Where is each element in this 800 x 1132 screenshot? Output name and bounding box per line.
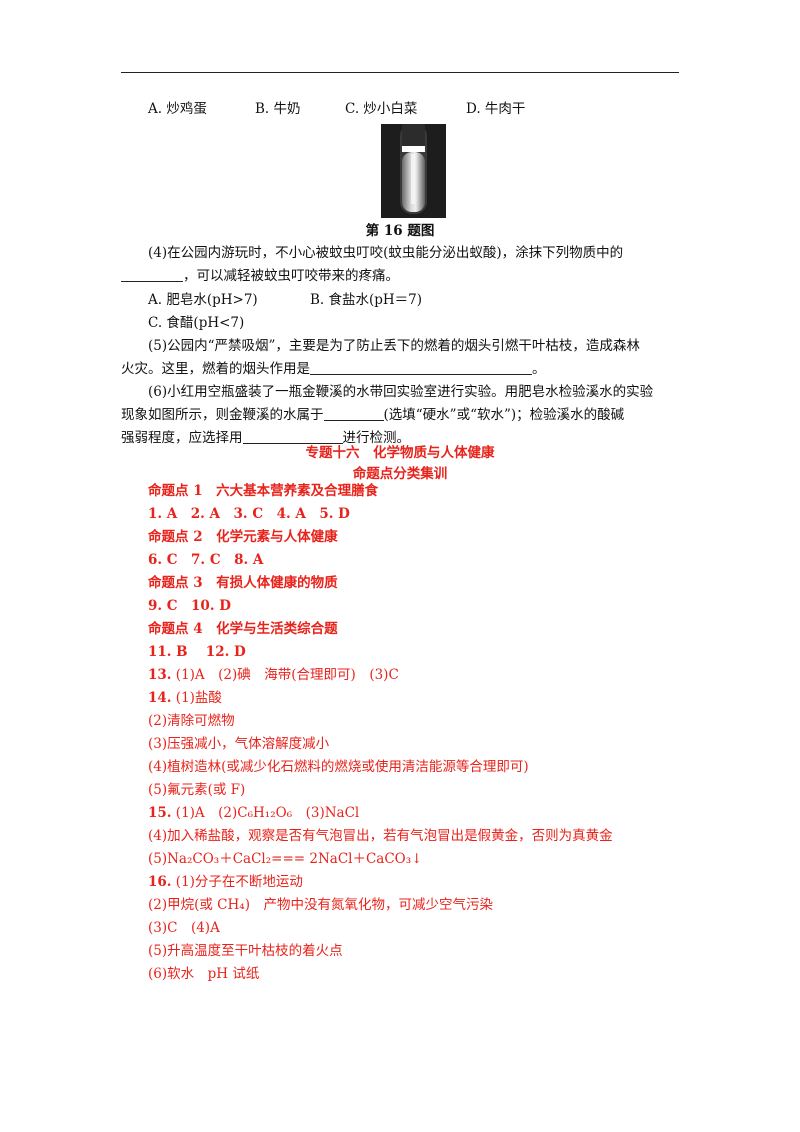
answer-14-1: 14. (1)盐酸 xyxy=(148,690,222,706)
option-a: A. 炒鸡蛋 xyxy=(148,101,207,117)
q5-line1: (5)公园内“严禁吸烟”，主要是为了防止丢下的燃着的烟头引燃干叶枯枝，造成森林 xyxy=(148,338,640,354)
section-subtitle: 命题点分类集训 xyxy=(352,466,448,482)
q4-option-b: B. 食盐水(pH＝7) xyxy=(310,292,423,308)
topic-2-heading: 命题点 2 化学元素与人体健康 xyxy=(148,529,338,545)
answer-16-3: (3)C (4)A xyxy=(148,920,220,936)
q4-line1: (4)在公园内游玩时，不小心被蚊虫叮咬(蚊虫能分泌出蚁酸)，涂抹下列物质中的 xyxy=(148,245,624,261)
q6-line3: 强弱程度，应选择用进行检测。 xyxy=(121,429,410,446)
q6-line2: 现象如图所示，则金鞭溪的水属于(选填“硬水”或“软水”)；检验溪水的酸碱 xyxy=(121,406,625,423)
q4-option-c: C. 食醋(pH<7) xyxy=(148,315,245,331)
answer-16-1: 16. (1)分子在不断地运动 xyxy=(148,874,303,890)
answer-13: 13. (1)A (2)碘 海带(合理即可) (3)C xyxy=(148,667,399,683)
option-c: C. 炒小白菜 xyxy=(345,101,418,117)
answer-14-3: (3)压强减小，气体溶解度减小 xyxy=(148,736,330,752)
option-d: D. 牛肉干 xyxy=(466,101,526,117)
option-b: B. 牛奶 xyxy=(255,101,301,117)
answer-14-5: (5)氟元素(或 F) xyxy=(148,782,246,798)
topic-3-heading: 命题点 3 有损人体健康的物质 xyxy=(148,575,338,591)
answer-14-2: (2)清除可燃物 xyxy=(148,713,235,729)
q6-blank-2[interactable] xyxy=(242,429,343,444)
q5-blank[interactable] xyxy=(310,360,532,375)
answer-15-1: 15. (1)A (2)C₆H₁₂O₆ (3)NaCl xyxy=(148,805,360,821)
answers-6-8: 6. C 7. C 8. A xyxy=(148,552,264,568)
answer-15-3: (5)Na₂CO₃＋CaCl₂=== 2NaCl＋CaCO₃↓ xyxy=(148,851,423,867)
answer-16-5: (6)软水 pH 试纸 xyxy=(148,966,260,982)
topic-1-heading: 命题点 1 六大基本营养素及合理膳食 xyxy=(148,483,379,499)
figure-caption: 第 16 题图 xyxy=(365,223,435,239)
section-title: 专题十六 化学物质与人体健康 xyxy=(305,445,495,461)
q6-blank-1[interactable] xyxy=(323,406,384,421)
answer-15-2: (4)加入稀盐酸，观察是否有气泡冒出，若有气泡冒出是假黄金，否则为真黄金 xyxy=(148,828,613,844)
answer-16-2: (2)甲烷(或 CH₄) 产物中没有氮氧化物，可减少空气污染 xyxy=(148,897,493,913)
answers-9-10: 9. C 10. D xyxy=(148,598,231,614)
q4-line2: ，可以减轻被蚊虫叮咬带来的疼痛。 xyxy=(121,266,399,286)
header-rule xyxy=(121,72,679,73)
q4-blank[interactable] xyxy=(121,267,183,282)
q6-line1: (6)小红用空瓶盛装了一瓶金鞭溪的水带回实验室进行实验。用肥皂水检验溪水的实验 xyxy=(148,384,654,400)
answer-14-4: (4)植树造林(或减少化石燃料的燃烧或使用清洁能源等合理即可) xyxy=(148,759,529,775)
answers-11-12: 11. B 12. D xyxy=(148,644,246,660)
q5-line2: 火灾。这里，燃着的烟头作用是。 xyxy=(121,360,546,377)
answer-16-4: (5)升高温度至干叶枯枝的着火点 xyxy=(148,943,343,959)
q4-option-a: A. 肥皂水(pH>7) xyxy=(148,292,258,308)
answers-1-5: 1. A 2. A 3. C 4. A 5. D xyxy=(148,506,350,522)
topic-4-heading: 命题点 4 化学与生活类综合题 xyxy=(148,621,338,637)
test-tube-photo xyxy=(381,124,446,218)
